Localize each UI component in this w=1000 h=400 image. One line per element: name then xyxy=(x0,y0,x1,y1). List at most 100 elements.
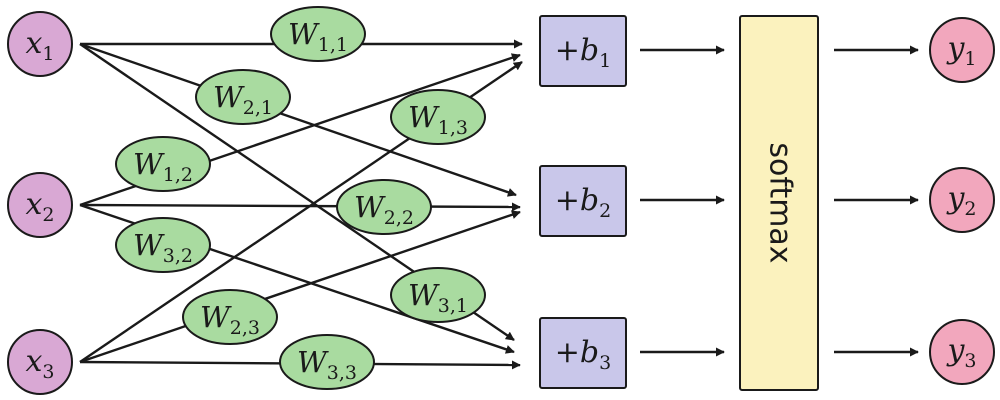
weight-w23-subscript: 2,3 xyxy=(230,317,260,339)
weight-w11-subscript: 1,1 xyxy=(318,34,348,56)
weight-node-ellipse xyxy=(182,289,278,345)
weight-node-w12: W1,2 xyxy=(115,136,211,192)
output-node-y1: y1 xyxy=(929,17,995,83)
edge-x2-to-b2 xyxy=(79,202,521,212)
bias-node-label: +b1 xyxy=(555,33,611,72)
input-node-label: x1 xyxy=(25,26,54,65)
input-node-circle xyxy=(7,11,73,77)
weight-node-w23: W2,3 xyxy=(182,289,278,345)
weight-node-ellipse xyxy=(270,6,366,62)
weight-w31-subscript: 3,1 xyxy=(438,295,468,317)
output-node-circle xyxy=(929,17,995,83)
weight-node-w21: W2,1 xyxy=(195,69,291,125)
bias-node-box xyxy=(539,15,627,87)
input-x3-subscript: 3 xyxy=(42,361,54,383)
weight-node-ellipse xyxy=(336,179,432,235)
weight-node-ellipse xyxy=(195,69,291,125)
output-y3-subscript: 3 xyxy=(964,350,976,372)
weight-w33-base: W xyxy=(297,345,329,379)
softmax-label: softmax xyxy=(763,142,798,263)
weight-node-label: W2,1 xyxy=(213,80,273,119)
bias-node-b2: +b2 xyxy=(539,165,627,237)
weight-w13-base: W xyxy=(408,100,440,134)
weight-w23-base: W xyxy=(200,300,232,334)
weight-node-label: W3,2 xyxy=(133,228,193,267)
weight-node-ellipse xyxy=(115,136,211,192)
bias-b2-prefix: + xyxy=(555,183,580,218)
output-y2-subscript: 2 xyxy=(964,198,976,220)
bias-b1-subscript: 1 xyxy=(599,50,611,72)
output-node-circle xyxy=(929,319,995,385)
weight-node-label: W1,3 xyxy=(408,100,468,139)
output-node-label: y1 xyxy=(945,31,976,70)
bias-b1-prefix: + xyxy=(555,33,580,68)
weight-node-ellipse xyxy=(390,267,486,323)
weight-node-label: W3,3 xyxy=(297,345,357,384)
input-node-x1: x1 xyxy=(7,11,73,77)
weight-nodes: W1,1 W2,1 W3,1 W1,2 W2,2 xyxy=(115,6,486,390)
weight-node-label: W2,3 xyxy=(200,300,260,339)
weight-node-label: W1,1 xyxy=(288,17,348,56)
output-y1-subscript: 1 xyxy=(964,48,976,70)
output-node-y3: y3 xyxy=(929,319,995,385)
bias-b3-subscript: 3 xyxy=(599,352,611,374)
input-node-x2: x2 xyxy=(7,172,73,238)
weight-w11-base: W xyxy=(288,17,320,51)
weight-w12-base: W xyxy=(133,147,165,181)
weight-w21-base: W xyxy=(213,80,245,114)
weight-w31-base: W xyxy=(408,278,440,312)
input-node-circle xyxy=(7,329,73,395)
weight-w22-subscript: 2,2 xyxy=(384,207,414,229)
weight-node-w22: W2,2 xyxy=(336,179,432,235)
input-nodes: x1 x2 x3 xyxy=(7,11,73,395)
softmax-block: softmax xyxy=(739,15,819,391)
bias-b1-base: b xyxy=(580,33,599,68)
weight-w21-subscript: 2,1 xyxy=(243,97,273,119)
bias-b2-base: b xyxy=(580,183,599,218)
bias-node-label: +b3 xyxy=(555,335,611,374)
output-node-label: y3 xyxy=(945,333,976,372)
input-x1-base: x xyxy=(25,26,42,61)
weight-w13-subscript: 1,3 xyxy=(438,117,468,139)
bias-node-box xyxy=(539,317,627,389)
input-x2-base: x xyxy=(25,187,42,222)
bias-nodes: +b1 +b2 +b3 xyxy=(539,15,627,389)
output-nodes: y1 y2 y3 xyxy=(929,17,995,385)
weight-node-label: W2,2 xyxy=(354,190,414,229)
weight-w32-base: W xyxy=(133,228,165,262)
weight-w32-subscript: 3,2 xyxy=(163,245,193,267)
weight-w33-subscript: 3,3 xyxy=(327,362,357,384)
output-node-y2: y2 xyxy=(929,167,995,233)
weight-node-ellipse xyxy=(390,89,486,145)
bias-b3-base: b xyxy=(580,335,599,370)
edge-x1-to-b2 xyxy=(79,42,517,197)
weight-node-w32: W3,2 xyxy=(115,217,211,273)
weight-w12-subscript: 1,2 xyxy=(163,164,193,186)
input-x1-subscript: 1 xyxy=(42,43,54,65)
weight-node-w33: W3,3 xyxy=(279,334,375,390)
softmax-box xyxy=(739,15,819,391)
weight-node-ellipse xyxy=(115,217,211,273)
input-node-label: x3 xyxy=(25,344,54,383)
weight-node-label: W1,2 xyxy=(133,147,193,186)
bias-node-b1: +b1 xyxy=(539,15,627,87)
output-node-circle xyxy=(929,167,995,233)
edge-x3-to-b2 xyxy=(79,210,521,364)
weight-node-ellipse xyxy=(279,334,375,390)
input-x3-base: x xyxy=(25,344,42,379)
weight-node-w13: W1,3 xyxy=(390,89,486,145)
input-node-circle xyxy=(7,172,73,238)
output-y3-base: y xyxy=(945,333,965,368)
bias-b3-prefix: + xyxy=(555,335,580,370)
weight-w22-base: W xyxy=(354,190,386,224)
output-y2-base: y xyxy=(945,181,965,216)
bias-node-label: +b2 xyxy=(555,183,611,222)
output-node-label: y2 xyxy=(945,181,976,220)
input-node-label: x2 xyxy=(25,187,54,226)
weight-node-w11: W1,1 xyxy=(270,6,366,62)
weight-node-label: W3,1 xyxy=(408,278,468,317)
input-x2-subscript: 2 xyxy=(42,204,54,226)
input-node-x3: x3 xyxy=(7,329,73,395)
bias-node-box xyxy=(539,165,627,237)
